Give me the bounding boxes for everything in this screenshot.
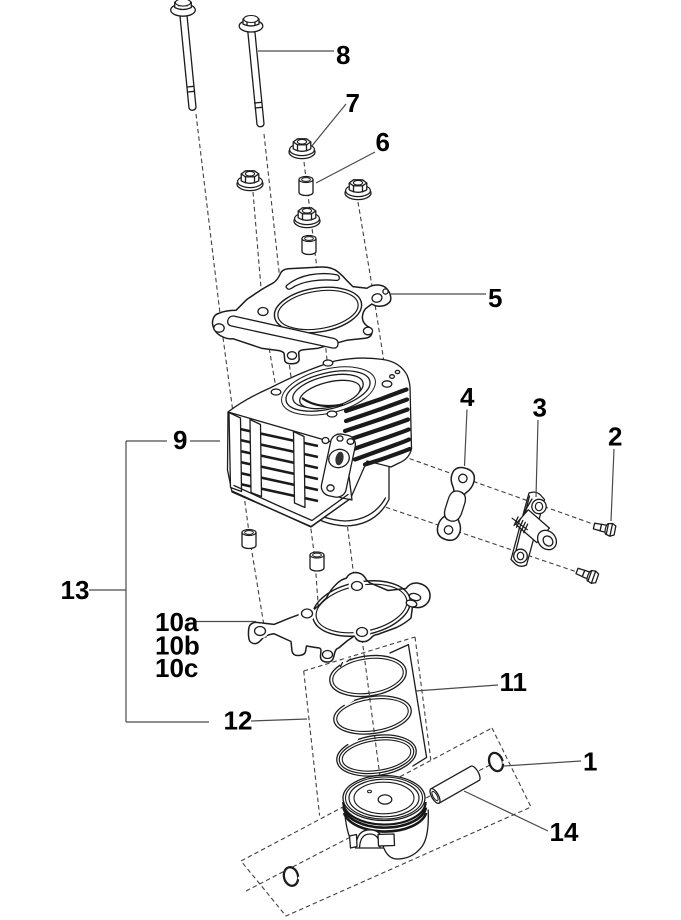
svg-text:6: 6 xyxy=(376,127,390,157)
svg-text:5: 5 xyxy=(488,283,502,313)
svg-text:13: 13 xyxy=(61,575,90,605)
svg-text:10a: 10a xyxy=(155,607,199,637)
svg-text:1: 1 xyxy=(583,747,597,777)
svg-text:3: 3 xyxy=(533,393,547,423)
svg-text:10b: 10b xyxy=(155,631,200,661)
svg-text:4: 4 xyxy=(460,382,475,412)
svg-text:11: 11 xyxy=(500,667,528,697)
svg-text:12: 12 xyxy=(224,706,253,736)
svg-text:9: 9 xyxy=(173,425,187,455)
svg-text:10c: 10c xyxy=(155,653,198,683)
svg-text:2: 2 xyxy=(608,422,622,452)
svg-text:8: 8 xyxy=(336,40,350,70)
svg-text:14: 14 xyxy=(550,817,579,847)
svg-text:7: 7 xyxy=(346,88,360,118)
